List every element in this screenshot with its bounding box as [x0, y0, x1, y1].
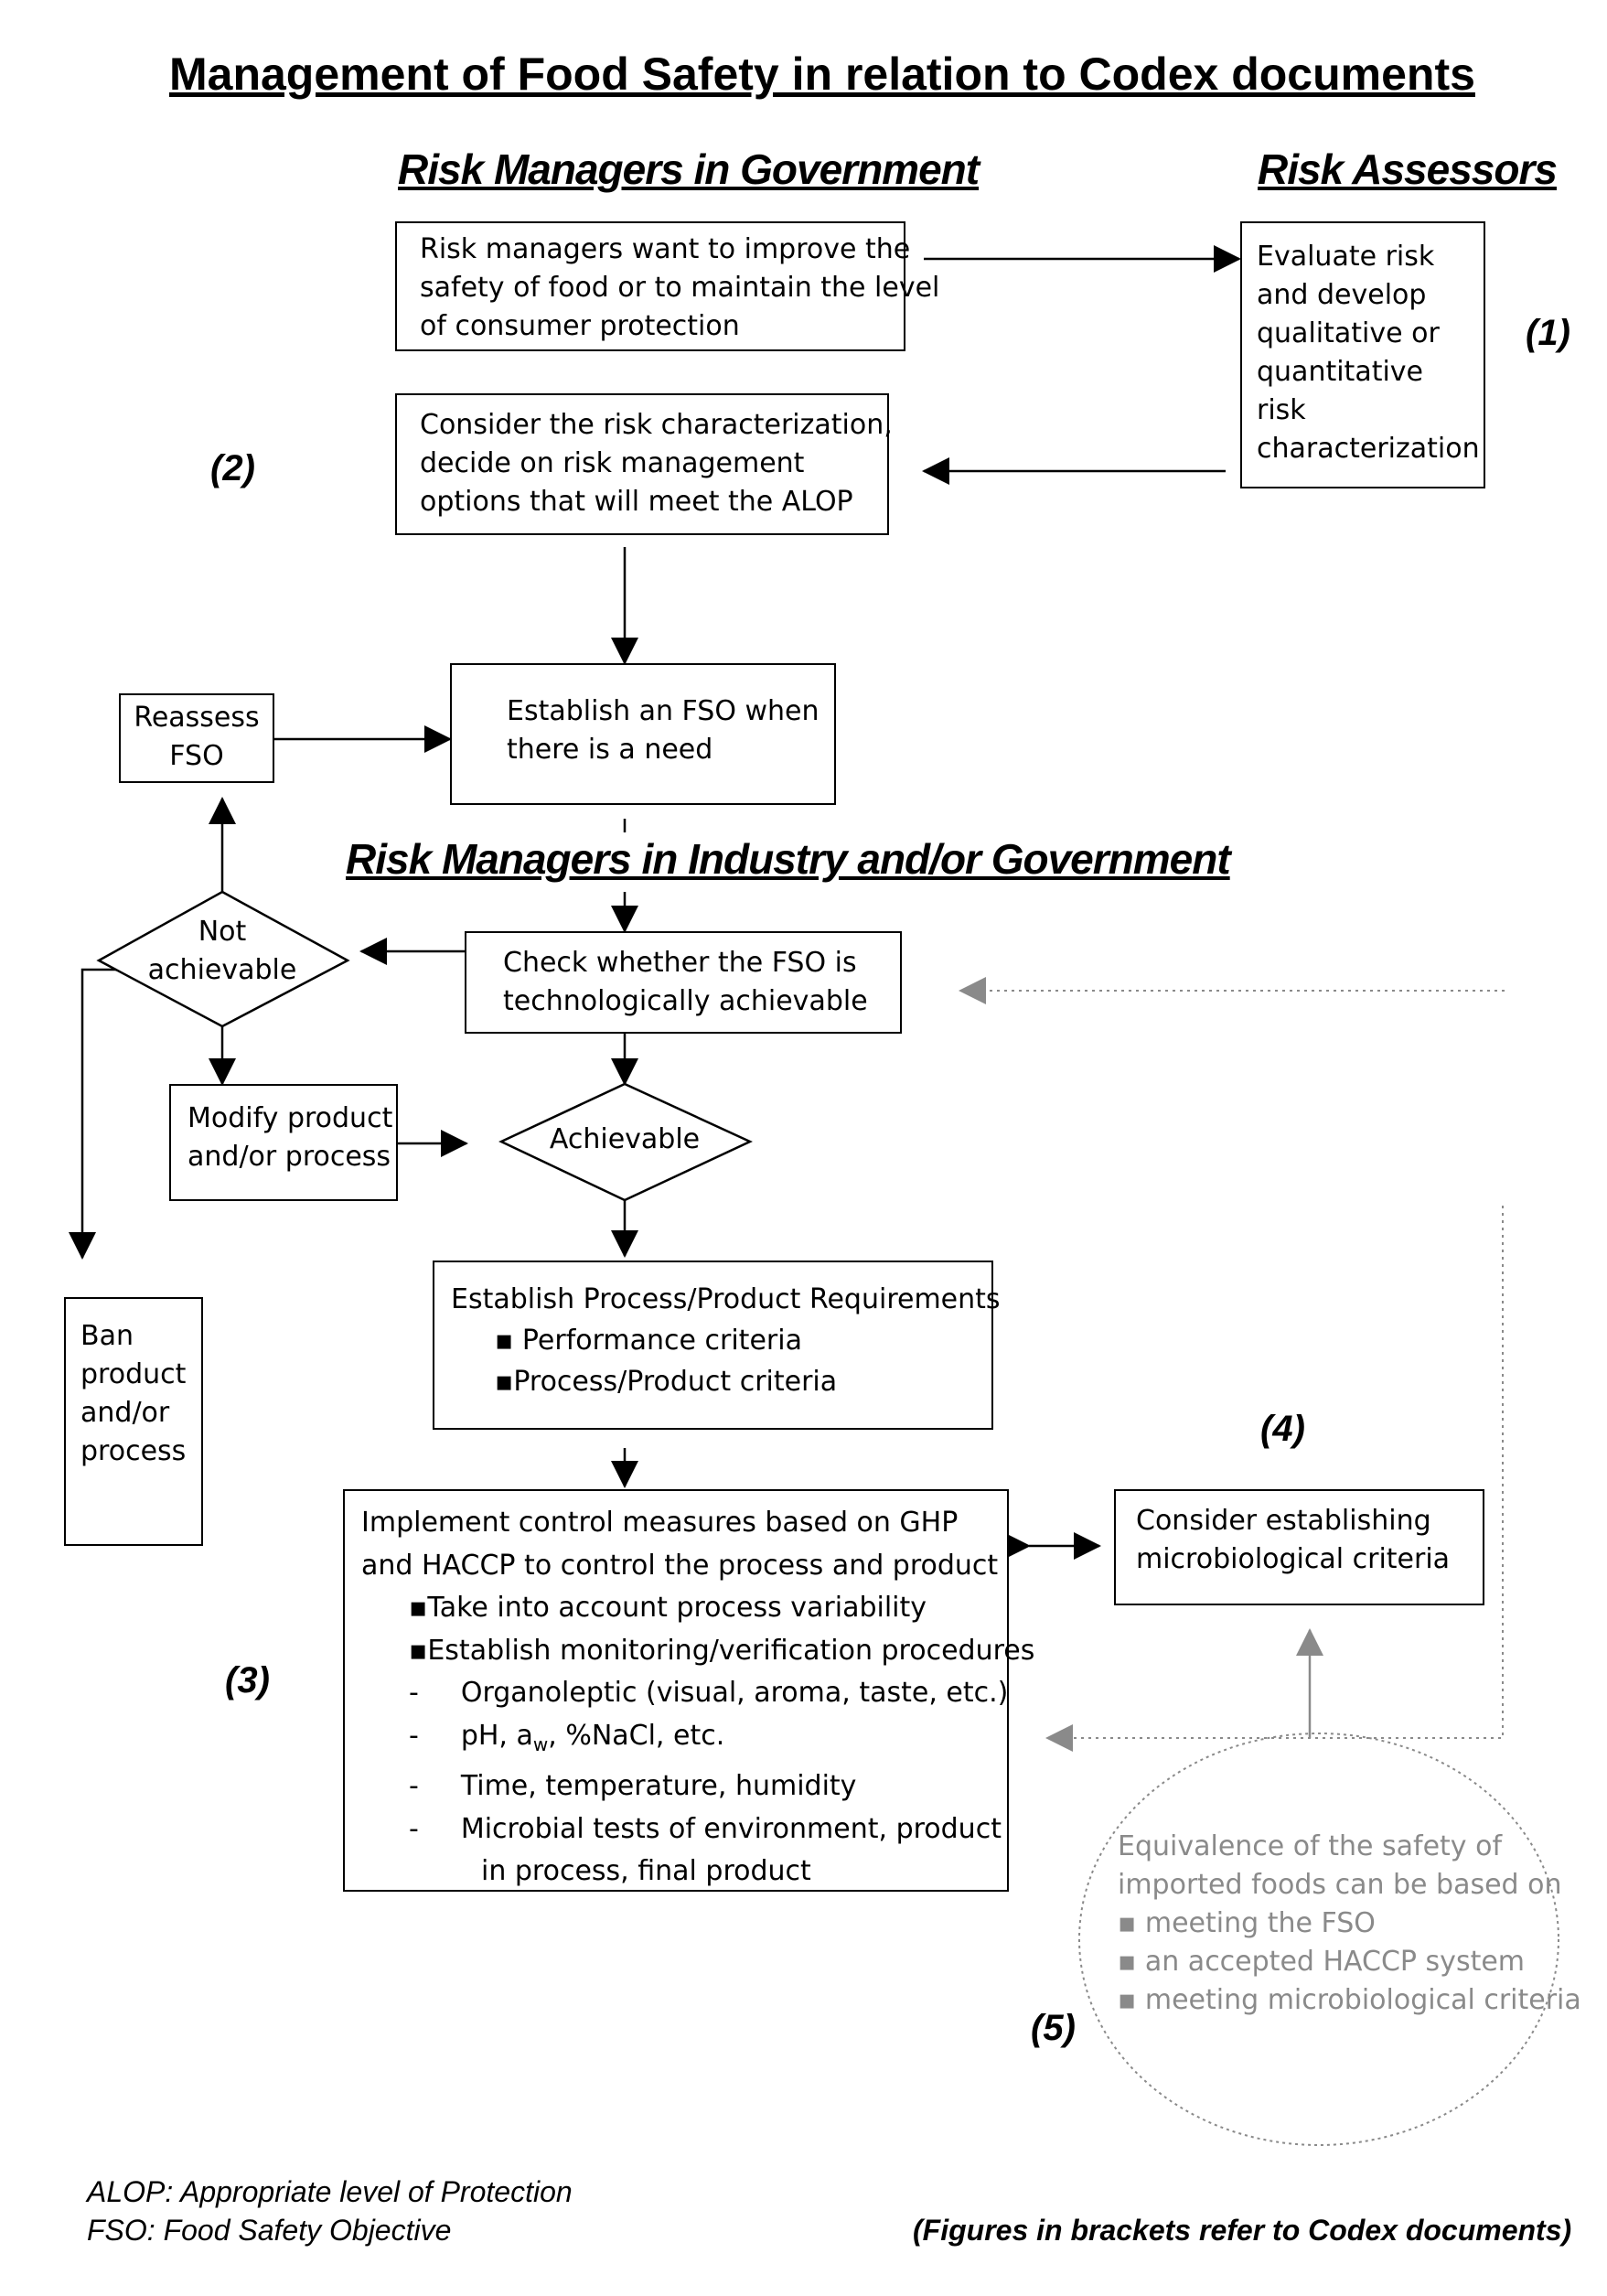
- equivalence-item-1-text: meeting the FSO: [1144, 1907, 1376, 1939]
- check-fso-box: Check whether the FSO is technologically…: [465, 931, 902, 1034]
- codex-label-1: (1): [1526, 313, 1570, 353]
- evaluate-line-1: Evaluate risk: [1257, 241, 1435, 273]
- modify-line-2: and/or process: [187, 1141, 391, 1173]
- ban-line-2: product: [80, 1358, 187, 1390]
- codex-label-5: (5): [1031, 2008, 1076, 2048]
- footnote-definitions: ALOP: Appropriate level of Protection FS…: [87, 2173, 573, 2249]
- equivalence-item-2: ▪ an accepted HACCP system: [1118, 1946, 1526, 1978]
- footnote-brackets: (Figures in brackets refer to Codex docu…: [913, 2214, 1572, 2247]
- requirements-heading: Establish Process/Product Requirements: [451, 1283, 1001, 1315]
- micro-line-2: microbiological criteria: [1136, 1543, 1451, 1575]
- improve-safety-box: Risk managers want to improve the safety…: [395, 221, 940, 351]
- reassess-line-2: FSO: [169, 740, 224, 772]
- equivalence-ellipse: [1078, 1733, 1559, 2146]
- equivalence-item-3-text: meeting microbiological criteria: [1144, 1984, 1581, 2016]
- improve-line-2: safety of food or to maintain the level: [420, 272, 940, 304]
- implement-dash-2-text-a: pH, a: [460, 1719, 533, 1752]
- implement-dash-2: -pH, aw, %NaCl, etc.: [409, 1719, 725, 1755]
- micro-criteria-box: Consider establishing microbiological cr…: [1114, 1489, 1484, 1605]
- implement-heading-1: Implement control measures based on GHP: [361, 1507, 959, 1539]
- footnote-alop: ALOP: Appropriate level of Protection: [87, 2175, 573, 2208]
- consider-risk-box: Consider the risk characterization, deci…: [395, 393, 893, 535]
- modify-line-1: Modify product: [187, 1102, 393, 1134]
- achievable-diamond: [498, 1082, 753, 1202]
- implement-bullet-2-text: Establish monitoring/verification proced…: [427, 1634, 1035, 1667]
- header-risk-managers-government: Risk Managers in Government: [398, 145, 980, 193]
- consider-line-1: Consider the risk characterization,: [420, 409, 893, 441]
- evaluate-line-4: quantitative: [1257, 356, 1424, 388]
- implement-dash-2-subscript: w: [532, 1733, 549, 1755]
- establish-fso-box: Establish an FSO when there is a need: [450, 663, 836, 805]
- evaluate-risk-box: Evaluate risk and develop qualitative or…: [1240, 221, 1485, 488]
- process-requirements-box: Establish Process/Product Requirements ▪…: [433, 1261, 1001, 1430]
- reassess-fso-box: Reassess FSO: [119, 693, 274, 783]
- ban-line-1: Ban: [80, 1320, 134, 1352]
- modify-product-box: Modify product and/or process: [169, 1084, 398, 1201]
- evaluate-line-5: risk: [1257, 394, 1306, 426]
- requirements-item-2: ▪Process/Product criteria: [495, 1366, 838, 1398]
- arrow-not-achievable-to-ban: [69, 968, 133, 1260]
- not-achievable-text: Not achievable: [135, 913, 309, 990]
- evaluate-line-2: and develop: [1257, 279, 1427, 311]
- consider-line-2: decide on risk management: [420, 447, 805, 479]
- requirements-item-1: ▪ Performance criteria: [495, 1325, 802, 1357]
- not-achievable-line-1: Not: [198, 916, 247, 948]
- dotted-feedback-to-implement: [1045, 1206, 1504, 1752]
- codex-label-3: (3): [225, 1660, 270, 1701]
- equivalence-text: Equivalence of the safety of imported fo…: [1118, 1828, 1581, 2020]
- header-risk-managers-industry: Risk Managers in Industry and/or Governm…: [346, 835, 1231, 883]
- implement-bullet-2: ▪Establish monitoring/verification proce…: [409, 1634, 1035, 1667]
- implement-dash-4: -Microbial tests of environment, product: [409, 1812, 1002, 1845]
- ban-line-4: process: [80, 1435, 187, 1467]
- implement-dash-1: -Organoleptic (visual, aroma, taste, etc…: [409, 1677, 1009, 1709]
- not-achievable-diamond: [96, 890, 350, 1028]
- equivalence-item-3: ▪ meeting microbiological criteria: [1118, 1984, 1581, 2016]
- implement-dash-3-text: Time, temperature, humidity: [460, 1770, 857, 1802]
- establish-fso-line-2: there is a need: [507, 734, 713, 766]
- footnote-fso: FSO: Food Safety Objective: [87, 2214, 452, 2247]
- codex-label-2: (2): [210, 448, 255, 488]
- implement-control-box: Implement control measures based on GHP …: [343, 1489, 1035, 1892]
- equivalence-item-2-text: an accepted HACCP system: [1144, 1946, 1526, 1978]
- implement-bullet-1-text: Take into account process variability: [427, 1592, 927, 1624]
- consider-line-3: options that will meet the ALOP: [420, 486, 853, 518]
- evaluate-line-6: characterization: [1257, 433, 1480, 465]
- requirements-item-2-text: Process/Product criteria: [513, 1366, 838, 1398]
- evaluate-line-3: qualitative or: [1257, 317, 1440, 349]
- implement-dash-4-text: Microbial tests of environment, product: [460, 1812, 1002, 1845]
- header-risk-assessors: Risk Assessors: [1258, 145, 1558, 193]
- implement-dash-3: -Time, temperature, humidity: [409, 1770, 857, 1802]
- check-line-2: technologically achievable: [503, 985, 868, 1017]
- implement-bullet-1: ▪Take into account process variability: [409, 1592, 927, 1624]
- establish-fso-line-1: Establish an FSO when: [507, 695, 820, 727]
- equivalence-line-2: imported foods can be based on: [1118, 1869, 1562, 1901]
- ban-line-3: and/or: [80, 1397, 170, 1429]
- implement-heading-2: and HACCP to control the process and pro…: [361, 1549, 999, 1582]
- equivalence-item-1: ▪ meeting the FSO: [1118, 1907, 1376, 1939]
- improve-line-1: Risk managers want to improve the: [420, 233, 911, 265]
- implement-dash-1-text: Organoleptic (visual, aroma, taste, etc.…: [460, 1677, 1009, 1709]
- requirements-item-1-text: Performance criteria: [521, 1325, 802, 1357]
- implement-dash-4-cont: in process, final product: [481, 1855, 811, 1887]
- page-title: Management of Food Safety in relation to…: [169, 48, 1475, 100]
- implement-dash-2-text-b: , %NaCl, etc.: [548, 1719, 725, 1752]
- ban-product-box: Ban product and/or process: [64, 1297, 203, 1546]
- achievable-text: Achievable: [549, 1123, 701, 1155]
- not-achievable-line-2: achievable: [147, 954, 297, 986]
- check-line-1: Check whether the FSO is: [503, 947, 857, 979]
- micro-line-1: Consider establishing: [1136, 1505, 1431, 1537]
- codex-label-4: (4): [1260, 1409, 1305, 1449]
- equivalence-line-1: Equivalence of the safety of: [1118, 1830, 1502, 1862]
- reassess-line-1: Reassess: [134, 702, 260, 734]
- improve-line-3: of consumer protection: [420, 310, 740, 342]
